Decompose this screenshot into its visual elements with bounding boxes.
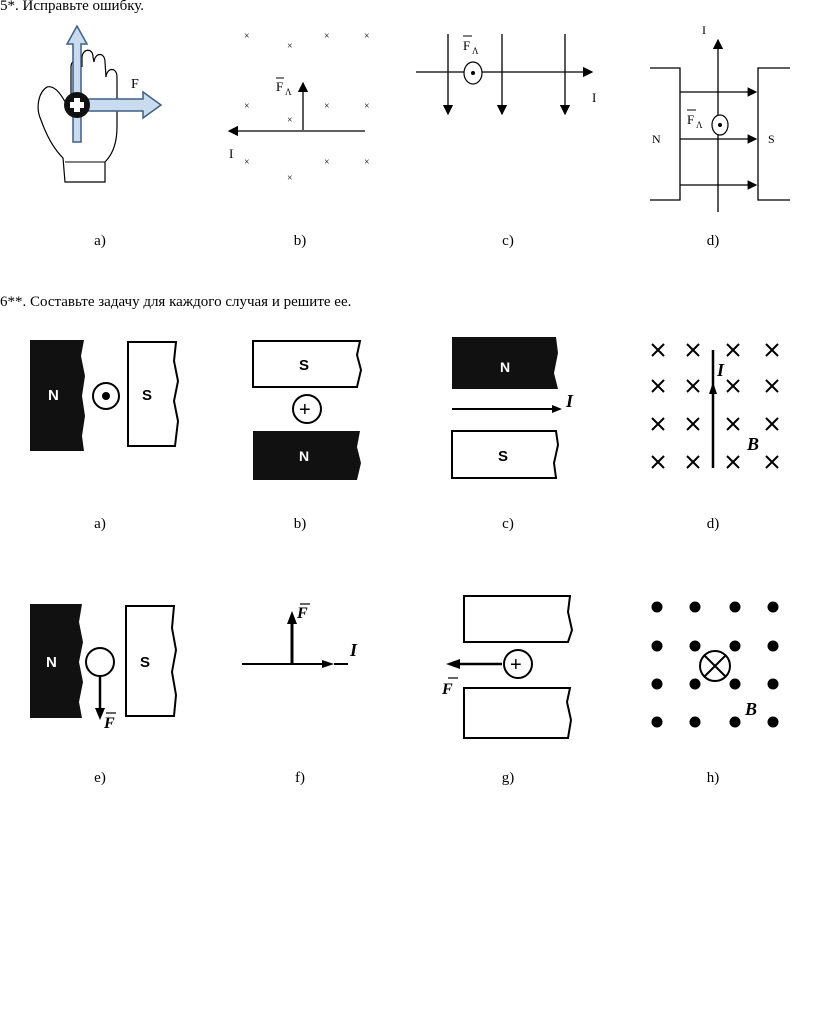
task6-figure-a: N S xyxy=(30,340,180,451)
south-label-d: S xyxy=(768,132,775,146)
positive-charge-symbol xyxy=(503,649,533,679)
svg-text:S: S xyxy=(142,387,152,404)
svg-text:N: N xyxy=(48,387,59,404)
magnet-north xyxy=(30,604,83,718)
svg-text:N: N xyxy=(46,654,57,671)
task5-figure-d: F Λ I N S xyxy=(650,23,790,212)
task6-figure-c: N I S xyxy=(451,337,574,479)
task5-figure-c: F Λ I xyxy=(416,34,596,116)
force-label-b: F xyxy=(276,79,283,94)
caption-6e: e) xyxy=(94,770,106,786)
svg-text:+: + xyxy=(510,654,522,676)
svg-text:F: F xyxy=(296,605,308,622)
svg-text:×: × xyxy=(364,101,370,112)
svg-text:F: F xyxy=(103,715,115,732)
force-label-c: F xyxy=(463,38,470,53)
task5-figure-a-left-hand: F xyxy=(37,24,163,183)
svg-text:×: × xyxy=(244,31,250,42)
caption-5a: a) xyxy=(94,233,106,249)
svg-text:×: × xyxy=(287,41,293,52)
svg-text:×: × xyxy=(244,157,250,168)
caption-6a: a) xyxy=(94,516,106,532)
force-label: F xyxy=(131,77,139,92)
caption-6f: f) xyxy=(295,770,305,786)
svg-text:N: N xyxy=(299,448,309,464)
svg-text:S: S xyxy=(140,654,150,671)
svg-text:Λ: Λ xyxy=(696,120,703,130)
current-label-b: I xyxy=(229,146,233,161)
field-crosses: × × × × × × × × × × × × xyxy=(244,31,370,184)
field-crosses xyxy=(651,343,779,469)
current-label-c: I xyxy=(592,90,596,105)
magnet-north xyxy=(650,67,681,201)
svg-text:B: B xyxy=(746,434,759,454)
task6-figure-d: I B xyxy=(651,343,779,469)
task5-heading: 5*. Исправьте ошибку. xyxy=(0,0,145,14)
caption-6h: h) xyxy=(706,770,720,786)
svg-text:×: × xyxy=(287,173,293,184)
north-label-d: N xyxy=(652,132,661,146)
caption-6b: b) xyxy=(293,516,307,532)
svg-text:×: × xyxy=(364,157,370,168)
task6-figure-e: N F S xyxy=(30,604,178,732)
svg-text:Λ: Λ xyxy=(472,46,479,56)
magnet-top xyxy=(463,595,574,643)
svg-text:Λ: Λ xyxy=(285,87,292,97)
caption-5c: c) xyxy=(502,233,514,249)
caption-5d: d) xyxy=(706,233,720,249)
caption-6d: d) xyxy=(706,516,720,532)
magnet-south xyxy=(127,341,180,447)
svg-text:×: × xyxy=(244,101,250,112)
magnet-south xyxy=(252,340,363,388)
svg-text:×: × xyxy=(364,31,370,42)
magnet-south xyxy=(125,605,178,717)
svg-text:×: × xyxy=(287,115,293,126)
field-dots xyxy=(651,601,779,728)
positive-charge-symbol xyxy=(292,394,322,424)
task6-heading: 6**. Составьте задачу для каждого случая… xyxy=(0,294,352,310)
task5-figure-b: × × × × × × × × × × × × F Λ I xyxy=(227,31,370,184)
current-arrow-shape xyxy=(65,24,89,143)
svg-text:I: I xyxy=(349,640,358,660)
caption-5b: b) xyxy=(293,233,307,249)
svg-text:×: × xyxy=(324,31,330,42)
svg-text:B: B xyxy=(744,699,757,719)
task6-figure-h: B xyxy=(651,601,779,728)
caption-6c: c) xyxy=(502,516,514,532)
magnet-bottom xyxy=(463,687,573,739)
task6-figure-b: S + N xyxy=(252,340,363,480)
svg-text:+: + xyxy=(299,399,311,421)
magnet-south xyxy=(451,430,560,479)
conductor-symbol xyxy=(85,647,115,677)
svg-text:I: I xyxy=(716,360,725,380)
magnet-south xyxy=(757,67,790,201)
magnet-north xyxy=(30,340,85,451)
svg-text:×: × xyxy=(324,101,330,112)
current-label-d: I xyxy=(702,23,706,37)
svg-text:S: S xyxy=(498,448,508,465)
force-label-d: F xyxy=(687,112,694,127)
magnet-north xyxy=(452,337,558,389)
svg-text:F: F xyxy=(441,681,453,698)
svg-text:I: I xyxy=(565,391,574,411)
svg-text:S: S xyxy=(299,357,309,374)
task6-figure-f: I F xyxy=(242,603,358,668)
task6-figure-g: + F xyxy=(441,595,574,739)
svg-text:×: × xyxy=(324,157,330,168)
magnet-north xyxy=(253,431,361,480)
caption-6g: g) xyxy=(501,770,515,786)
svg-text:N: N xyxy=(500,359,510,375)
